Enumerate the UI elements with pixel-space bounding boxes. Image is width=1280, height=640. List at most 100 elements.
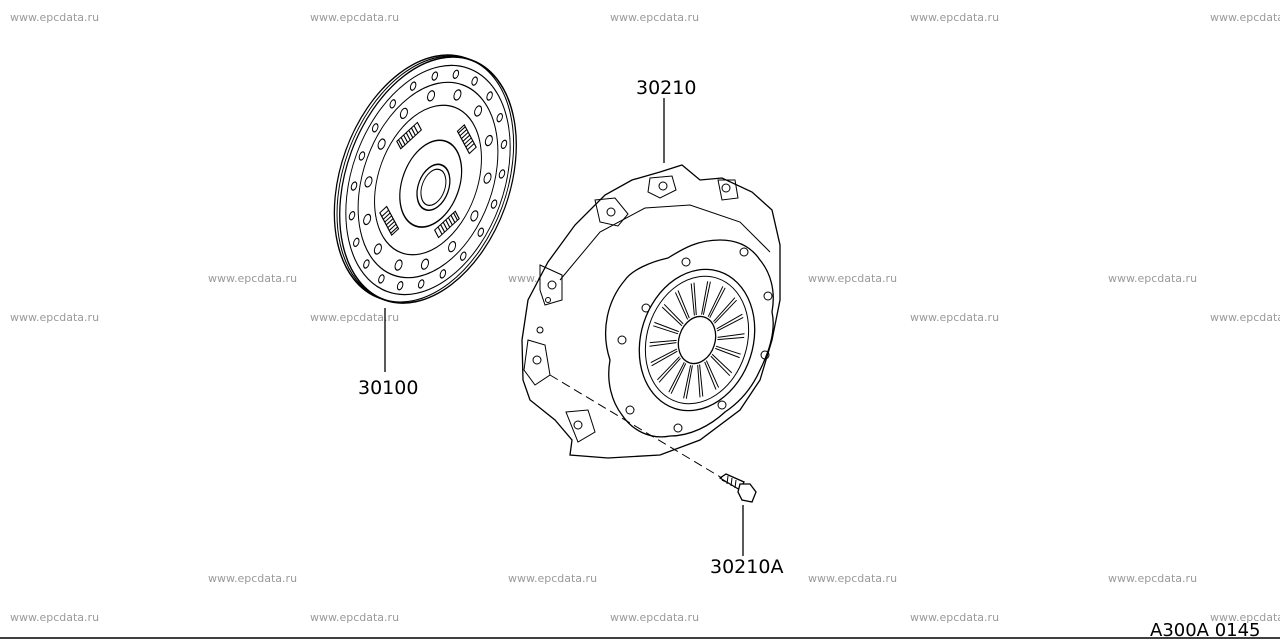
- disc-rivet-hole: [353, 237, 360, 248]
- disc-inner-hole: [364, 176, 373, 188]
- damper-spring: [433, 210, 460, 239]
- watermark-text: www.epcdata.ru: [310, 11, 399, 24]
- disc-rivet-hole: [486, 91, 493, 101]
- disc-inner-hole: [373, 243, 382, 255]
- disc-rivet-hole: [498, 169, 506, 179]
- disc-rivet-hole: [396, 281, 404, 291]
- bolt-part-number[interactable]: 30210A: [710, 556, 783, 578]
- disc-rivet-hole: [496, 112, 503, 123]
- disc-rivet-hole: [417, 279, 425, 289]
- disc-rivet-hole: [460, 251, 467, 261]
- disc-rivet-hole: [371, 123, 379, 133]
- disc-rivet-hole: [439, 269, 447, 279]
- disc-inner-hole: [470, 210, 479, 222]
- disc-rivet-hole: [431, 71, 439, 81]
- disc-rivet-hole: [471, 76, 478, 86]
- diaphragm-finger: [653, 325, 679, 335]
- diaphragm-finger: [713, 297, 736, 323]
- diaphragm-finger: [661, 306, 683, 327]
- disc-inner-hole: [363, 213, 372, 226]
- disc-rivet-hole: [363, 259, 370, 269]
- diaphragm-finger: [699, 364, 704, 397]
- watermark-text: www.epcdata.ru: [910, 611, 999, 624]
- disc-part-number[interactable]: 30100: [358, 377, 418, 399]
- disc-rivet-hole: [477, 227, 485, 237]
- diaphragm-finger: [650, 348, 678, 364]
- watermark-text: www.epcdata.ru: [1210, 11, 1280, 24]
- diaphragm-finger: [649, 339, 677, 344]
- watermark-text: www.epcdata.ru: [10, 11, 99, 24]
- diagram-code: A300A 0145: [1150, 620, 1261, 640]
- watermark-text: www.epcdata.ru: [508, 572, 597, 585]
- diaphragm-finger: [677, 290, 690, 319]
- disc-inner-hole: [377, 138, 386, 150]
- watermark-text: www.epcdata.ru: [1210, 311, 1280, 324]
- disc-rivet-hole: [350, 181, 358, 191]
- diaphragm-finger: [657, 356, 680, 381]
- watermark-text: www.epcdata.ru: [910, 311, 999, 324]
- diaphragm-finger: [709, 287, 726, 318]
- diaphragm-finger: [690, 283, 695, 316]
- bolt-drawing[interactable]: [718, 473, 757, 503]
- disc-inner-hole: [474, 105, 483, 117]
- diaphragm-finger: [651, 350, 678, 367]
- diaphragm-finger: [674, 292, 689, 320]
- disc-inner-hole: [394, 259, 403, 271]
- watermark-text: www.epcdata.ru: [208, 272, 297, 285]
- diaphragm-finger: [693, 282, 697, 316]
- disc-rivet-hole: [452, 69, 460, 79]
- disc-inner-hole: [399, 107, 408, 120]
- diaphragm-finger: [697, 364, 701, 398]
- watermark-text: www.epcdata.ru: [808, 572, 897, 585]
- clutch-disc-drawing[interactable]: [302, 30, 548, 327]
- diaphragm-finger: [670, 363, 687, 394]
- diaphragm-finger: [717, 333, 745, 338]
- watermark-text: www.epcdata.ru: [10, 611, 99, 624]
- diaphragm-finger: [701, 281, 709, 315]
- watermark-text: www.epcdata.ru: [310, 611, 399, 624]
- diaphragm-finger: [715, 347, 740, 359]
- diaphragm-finger: [702, 281, 711, 315]
- diaphragm-finger: [685, 365, 693, 399]
- damper-spring: [456, 124, 477, 155]
- disc-rivet-hole: [490, 199, 498, 209]
- disc-inner-hole: [484, 134, 493, 147]
- diaphragm-finger: [710, 355, 731, 377]
- diaphragm-finger: [716, 313, 743, 330]
- diaphragm-finger: [711, 353, 733, 374]
- disc-rivet-hole: [378, 274, 385, 284]
- diaphragm-finger: [649, 342, 677, 347]
- disc-rivet-hole: [409, 81, 417, 91]
- disc-rivet-hole: [389, 99, 396, 109]
- cover-part-number[interactable]: 30210: [636, 77, 696, 99]
- diaphragm-finger: [716, 316, 744, 332]
- clutch-cover-drawing[interactable]: [521, 164, 781, 459]
- disc-rivet-hole: [358, 151, 366, 161]
- diaphragm-finger: [654, 321, 679, 333]
- diaphragm-finger: [707, 286, 724, 317]
- diaphragm-finger: [658, 357, 681, 383]
- diaphragm-finger: [705, 360, 720, 388]
- damper-spring: [396, 121, 423, 150]
- watermark-text: www.epcdata.ru: [10, 311, 99, 324]
- diaphragm-finger: [663, 303, 684, 325]
- watermark-text: www.epcdata.ru: [1210, 611, 1280, 624]
- diaphragm-finger: [668, 362, 685, 393]
- disc-inner-hole: [483, 172, 492, 184]
- watermark-text: www.epcdata.ru: [808, 272, 897, 285]
- watermark-text: www.epcdata.ru: [610, 11, 699, 24]
- bolt-alignment-line: [549, 374, 723, 479]
- diaphragm-finger: [717, 336, 745, 341]
- watermark-text: www.epcdata.ru: [610, 611, 699, 624]
- disc-rivet-hole: [348, 210, 356, 221]
- disc-inner-hole: [448, 240, 457, 253]
- watermark-text: www.epcdata.ru: [1108, 572, 1197, 585]
- watermark-text: www.epcdata.ru: [910, 11, 999, 24]
- diaphragm-finger: [704, 361, 717, 390]
- diaphragm-finger: [683, 365, 692, 399]
- diaphragm-finger: [715, 345, 741, 355]
- damper-spring: [379, 205, 400, 236]
- watermark-text: www.epcdata.ru: [310, 311, 399, 324]
- disc-inner-hole: [427, 90, 436, 102]
